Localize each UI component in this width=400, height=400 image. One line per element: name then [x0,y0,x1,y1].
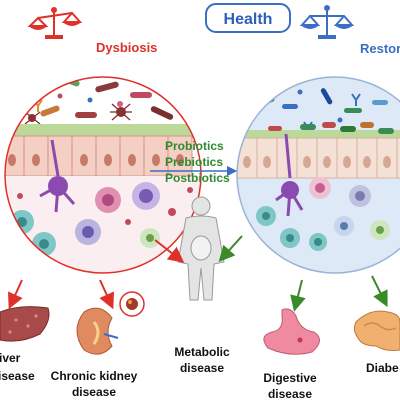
metabolic-disease-label-line2: disease [180,361,224,375]
arrow-to-kidney [99,279,114,310]
pancreas-icon [353,310,400,351]
balance-scale-icon [27,7,83,39]
immune-cells [256,177,390,251]
epithelial-layer [237,137,400,179]
digestive-disease-label-line1: Digestive [263,371,317,385]
intervention-postbiotics: Postbiotics [165,171,230,185]
metabolic-disease-label-line1: Metabolic [174,345,230,359]
dendritic-cell [39,139,76,213]
digestive-disease-label-line2: disease [268,387,312,400]
epithelial-layer [5,135,193,177]
arrow-dysbiosis-metabolic [154,239,185,263]
arrow-to-liver [8,279,23,310]
intervention-list: Probiotics Prebiotics Postbiotics [165,139,230,185]
kidney-icon [76,291,145,355]
health-box [205,3,291,33]
liver-disease-label-line2: isease [0,369,35,383]
balance-scale-icon [299,5,355,39]
stomach-icon [263,308,320,355]
arrow-to-digestive [290,279,306,312]
liver-icon [0,306,50,342]
restoration-gut-circle [236,76,400,274]
arrow-restoration-metabolic [218,235,243,262]
liver-disease-label-line1: iver [0,351,21,365]
dysbiosis-title: Dysbiosis [96,40,157,55]
kidney-disease-label-line1: Chronic kidney [51,369,138,383]
intervention-probiotics: Probiotics [165,139,224,153]
health-label: Health [224,11,273,28]
diabetes-label: Diabe [366,361,399,375]
human-body-icon [177,196,225,301]
arrow-to-pancreas [371,275,388,308]
intervention-prebiotics: Prebiotics [165,155,223,169]
kidney-disease-label-line2: disease [72,385,116,399]
dendritic-cell [275,133,304,217]
restoration-title: Restor [360,41,400,56]
